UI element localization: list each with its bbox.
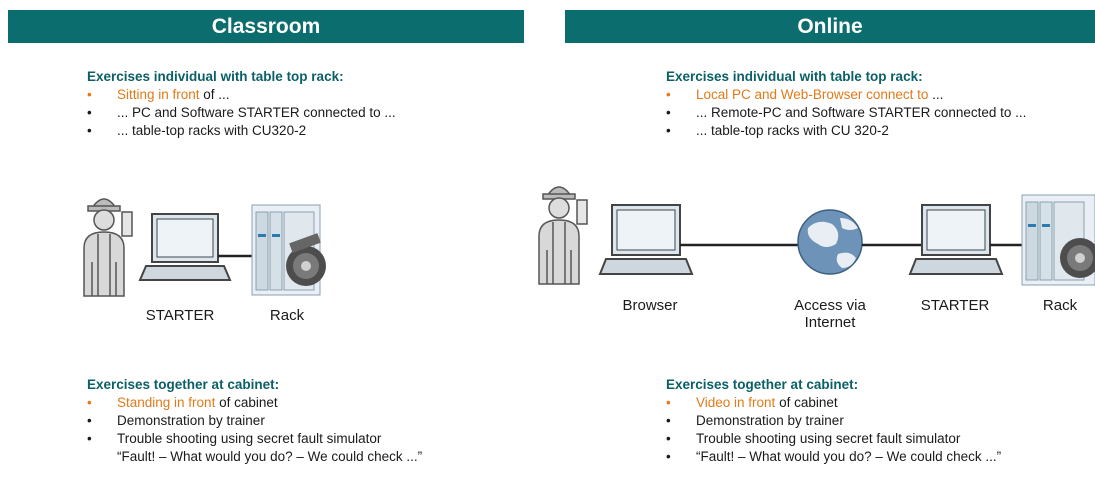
rack-label: Rack [1042,297,1078,314]
list-item: Standing in front of cabinet [87,394,527,412]
list-item: Local PC and Web-Browser connect to ... [666,86,1091,104]
motor-icon [1060,238,1095,278]
classroom-individual-heading: Exercises individual with table top rack… [87,69,344,84]
internet-label: Access via Internet [794,297,866,331]
list-item: Video in front of cabinet [666,394,1091,412]
online-together-section: Exercises together at cabinet: Video in … [666,376,1091,466]
classroom-together-heading: Exercises together at cabinet: [87,377,280,392]
starter-label: STARTER [145,307,215,324]
worker-icon [538,186,588,285]
classroom-individual-section: Exercises individual with table top rack… [87,68,527,140]
laptop-icon [138,213,232,281]
list-item: ... table-top racks with CU 320-2 [666,122,1091,140]
rack-label: Rack [269,307,305,324]
classroom-header: Classroom [8,10,524,43]
globe-icon [797,209,863,275]
online-together-heading: Exercises together at cabinet: [666,377,859,392]
list-item: ... PC and Software STARTER connected to… [87,104,527,122]
list-item: ... Remote-PC and Software STARTER conne… [666,104,1091,122]
classroom-diagram [83,198,326,297]
list-item: Sitting in front of ... [87,86,527,104]
classroom-together-section: Exercises together at cabinet: Standing … [87,376,527,466]
browser-laptop-icon [598,204,694,275]
list-item: Demonstration by trainer [666,412,1091,430]
list-item: ... table-top racks with CU320-2 [87,122,527,140]
worker-icon [83,198,133,297]
starter-laptop-icon [908,204,1004,275]
browser-label: Browser [622,297,678,314]
online-individual-heading: Exercises individual with table top rack… [666,69,923,84]
motor-icon [286,233,326,286]
starter-label: STARTER [920,297,990,314]
list-item: Trouble shooting using secret fault simu… [87,430,527,448]
online-individual-section: Exercises individual with table top rack… [666,68,1091,140]
list-item: “Fault! – What would you do? – We could … [666,448,1091,466]
online-panel: Online Exercises individual with table t… [538,0,1095,479]
quote-continuation: “Fault! – What would you do? – We could … [117,449,423,464]
classroom-panel: Classroom Exercises individual with tabl… [0,0,530,479]
list-item: Demonstration by trainer [87,412,527,430]
online-header: Online [565,10,1095,43]
list-item: Trouble shooting using secret fault simu… [666,430,1091,448]
